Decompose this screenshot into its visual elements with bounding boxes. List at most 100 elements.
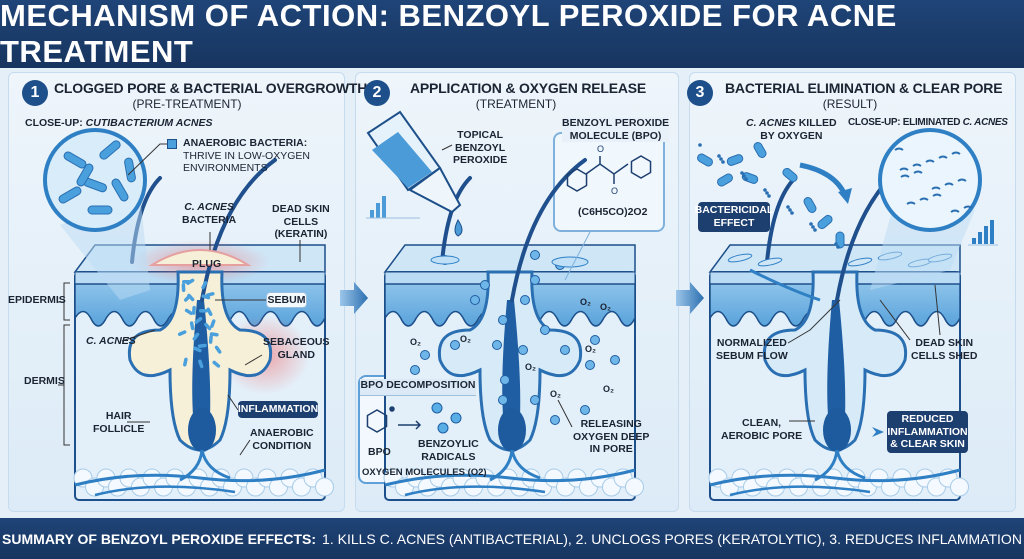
hair-bulb xyxy=(498,408,526,452)
bacterium xyxy=(198,309,208,313)
hair-bulb xyxy=(188,408,216,452)
sebum-label: SEBUM xyxy=(266,292,307,308)
oxygen-bubble xyxy=(520,295,530,305)
blood-vessel xyxy=(404,485,546,497)
clean-pore-label: CLEAN,AEROBIC PORE xyxy=(721,417,802,442)
bpo-structure xyxy=(566,155,652,192)
blood-vessel xyxy=(384,468,636,487)
oxygen-bubble xyxy=(492,340,502,350)
debris-dot xyxy=(740,171,744,175)
label-line: SEBUM FLOW xyxy=(716,349,788,362)
step-arrow-1 xyxy=(340,282,368,314)
inflammation-tag: INFLAMMATION xyxy=(238,401,318,418)
summary-text: 1. KILLS C. ACNES (ANTIBACTERIAL), 2. UN… xyxy=(322,530,1022,547)
bacterium xyxy=(181,283,186,293)
bacterial-fragment xyxy=(919,197,929,201)
oxygen-bubble xyxy=(580,405,590,415)
bacterial-fragment xyxy=(900,174,910,178)
bacterium xyxy=(177,330,187,336)
bacterium xyxy=(99,140,121,160)
leader-line xyxy=(239,439,251,456)
o2-label: O₂ xyxy=(580,297,591,307)
oxygen-bubble xyxy=(420,350,430,360)
label-line: GLAND xyxy=(277,348,315,361)
bacterium xyxy=(184,308,193,316)
debris-dot xyxy=(698,143,702,147)
bacterium xyxy=(212,360,221,368)
step-arrow-2 xyxy=(676,282,704,314)
oxygen-bubble xyxy=(480,280,490,290)
summary-lead: SUMMARY OF BENZOYL PEROXIDE EFFECTS: xyxy=(2,530,317,547)
oxygen-bubble xyxy=(450,340,460,350)
dermis-bracket xyxy=(58,324,70,446)
debris-dot xyxy=(836,245,840,249)
hair-shaft xyxy=(510,158,587,302)
label-line: AEROBIC PORE xyxy=(721,429,803,442)
debris-dot xyxy=(786,205,790,209)
epidermis-bracket xyxy=(57,282,70,321)
label-line: NORMALIZED xyxy=(716,337,787,349)
fat-cell xyxy=(315,477,334,497)
decomposition-diagram xyxy=(366,406,422,433)
title-banner: MECHANISM OF ACTION: BENZOYL PEROXIDE FO… xyxy=(0,0,1024,69)
closeup-label: CLOSE-UP: CUTIBACTERIUM ACNES xyxy=(25,117,212,130)
bacterium xyxy=(193,346,202,353)
oxygen-bubble xyxy=(530,395,540,405)
bottle-liquid xyxy=(372,132,432,188)
leader-line xyxy=(244,354,263,366)
hair-shaft xyxy=(200,158,277,302)
dead-bacterium xyxy=(835,231,845,249)
bacterium xyxy=(208,334,213,344)
bacterium xyxy=(204,322,212,331)
label-line: RELEASING xyxy=(580,418,642,430)
blood-vessel xyxy=(74,468,326,487)
radical-sphere xyxy=(437,422,449,434)
epidermis-label: EPIDERMIS xyxy=(8,294,66,306)
o2-label: O₂ xyxy=(550,389,561,399)
label-line: SEBACEOUS xyxy=(263,336,330,348)
leader-line xyxy=(564,231,591,281)
debris-dot xyxy=(719,157,723,161)
label-line: RADICALS xyxy=(421,450,476,463)
reaction-arrow xyxy=(398,420,422,430)
debris-dot xyxy=(721,160,725,164)
label-line: ANAEROBIC xyxy=(250,427,314,439)
bacterium xyxy=(206,307,213,316)
debris-dot xyxy=(763,188,767,192)
bacterial-fragment xyxy=(925,159,935,163)
label-line: (KERATIN) xyxy=(274,228,328,241)
label-line: CELLS SHED xyxy=(911,349,978,362)
label-line: REDUCED xyxy=(901,413,954,426)
oxygen-atom: O xyxy=(611,186,618,196)
oxygen-atom: O xyxy=(597,144,604,154)
o2-label: O₂ xyxy=(603,384,614,394)
bacterial-fragment xyxy=(906,201,916,205)
debris-dot xyxy=(742,174,746,178)
pointer-icon xyxy=(872,427,884,437)
hair-root xyxy=(827,300,846,440)
papilla-vessel xyxy=(814,449,866,482)
debris-dot xyxy=(790,211,794,215)
bacterial-fragment xyxy=(938,155,948,159)
bacterial-fragment xyxy=(957,178,967,182)
hair-root xyxy=(502,300,521,440)
bacterium xyxy=(183,357,188,367)
oxygen-bubble xyxy=(498,315,508,325)
debris-dot xyxy=(809,222,813,226)
label-line: CELLS xyxy=(283,215,319,228)
label-line: C. ACNES xyxy=(746,117,796,129)
mini-chart-bar xyxy=(376,203,380,218)
bpo-molecule-box xyxy=(553,132,665,232)
droplet xyxy=(551,256,589,268)
fat-cell xyxy=(625,477,644,497)
c-acnes-label: C. ACNES xyxy=(86,335,136,348)
bacterial-fragment xyxy=(950,209,960,213)
bacterium xyxy=(186,278,195,285)
panel-2-title: APPLICATION & OXYGEN RELEASE xyxy=(410,80,647,96)
